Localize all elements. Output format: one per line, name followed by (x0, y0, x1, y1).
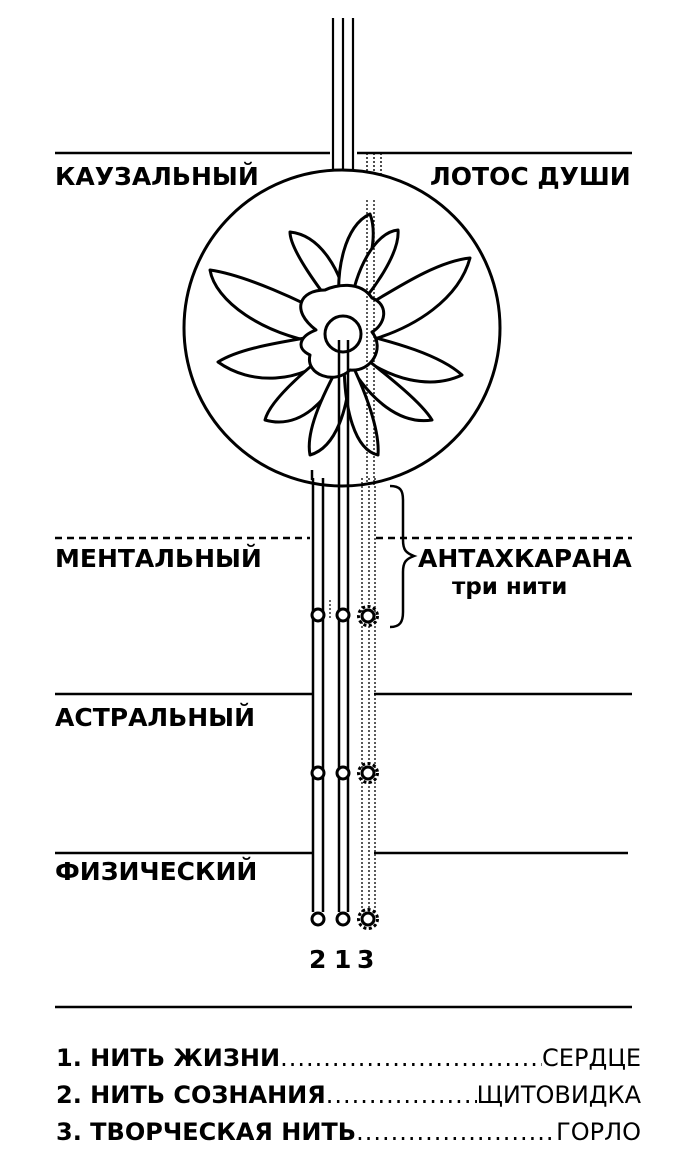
knots-physical (310, 908, 379, 930)
knots-mental (310, 605, 379, 627)
thread-3-through-circle (366, 200, 375, 485)
knots-astral (310, 762, 379, 784)
star-knot-thread-3-physical (357, 908, 379, 930)
legend-row: 3. ТВОРЧЕСКАЯ НИТЬ ГОРЛО (56, 1114, 641, 1151)
knot-thread-1-mental (335, 607, 351, 623)
thread-number-2: 2 (309, 945, 326, 974)
star-knot-thread-3-mental (357, 605, 379, 627)
knot-thread-1-astral (335, 765, 351, 781)
thread-number-3: 3 (357, 945, 374, 974)
label-antahkarana: АНТАХКАРАНА (418, 544, 632, 573)
star-knot-thread-3-astral (357, 762, 379, 784)
label-mental: МЕНТАЛЬНЫЙ (55, 544, 262, 573)
label-soul-lotus: ЛОТОС ДУШИ (430, 162, 631, 191)
label-physical: ФИЗИЧЕСКИЙ (55, 857, 257, 886)
legend-organ: ЩИТОВИДКА (476, 1081, 641, 1109)
legend-leader-dots (356, 1114, 556, 1151)
label-three-threads: три нити (452, 574, 567, 600)
legend-thread-name: 2. НИТЬ СОЗНАНИЯ (56, 1081, 326, 1109)
legend-organ: СЕРДЦЕ (542, 1044, 641, 1072)
plane-dividers (55, 151, 632, 1009)
upper-threads (331, 18, 355, 182)
legend-thread-name: 3. ТВОРЧЕСКАЯ НИТЬ (56, 1118, 357, 1146)
lotus-flower-icon (208, 212, 472, 457)
thread-1 (337, 470, 350, 912)
thread-number-1: 1 (334, 945, 351, 974)
label-astral: АСТРАЛЬНЫЙ (55, 703, 255, 732)
legend-leader-dots (280, 1040, 542, 1077)
legend-row: 1. НИТЬ ЖИЗНИ СЕРДЦЕ (56, 1040, 641, 1077)
thread-3 (361, 478, 376, 912)
legend-leader-dots (326, 1077, 477, 1114)
thread-1-upper (337, 340, 350, 470)
antahkarana-brace (389, 484, 418, 629)
legend-organ: ГОРЛО (556, 1118, 641, 1146)
lotus-center (323, 314, 363, 354)
knot-thread-2-mental (310, 607, 326, 623)
knot-thread-2-physical (310, 911, 326, 927)
legend-thread-name: 1. НИТЬ ЖИЗНИ (56, 1044, 281, 1072)
label-causal: КАУЗАЛЬНЫЙ (55, 162, 259, 191)
legend-row: 2. НИТЬ СОЗНАНИЯ ЩИТОВИДКА (56, 1077, 641, 1114)
knot-thread-2-astral (310, 765, 326, 781)
legend: 1. НИТЬ ЖИЗНИ СЕРДЦЕ 2. НИТЬ СОЗНАНИЯ ЩИ… (56, 1040, 641, 1151)
knot-thread-1-physical (335, 911, 351, 927)
thread-2 (311, 478, 325, 912)
